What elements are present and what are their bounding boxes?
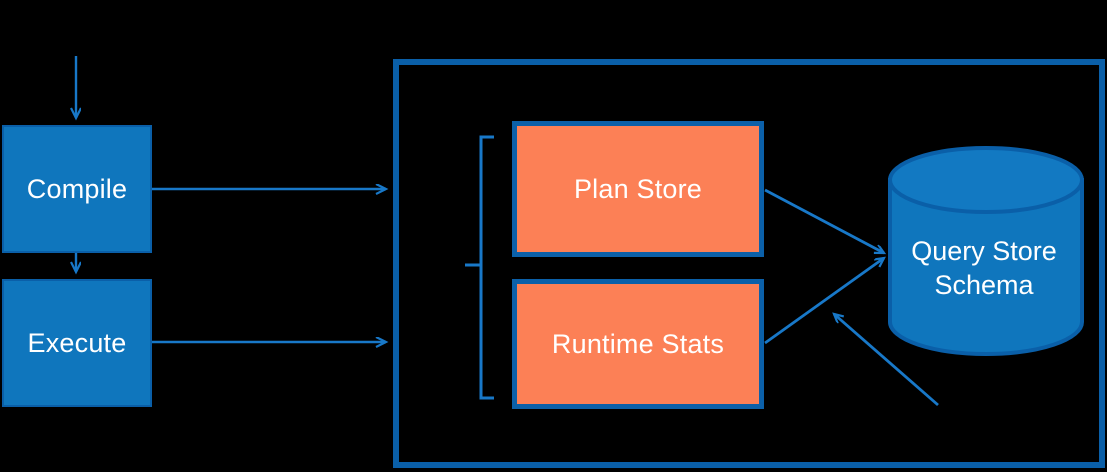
connector-external-to-schema — [834, 314, 939, 407]
node-plan-store[interactable]: Plan Store — [512, 121, 764, 257]
query-store-container — [393, 59, 1105, 468]
connector-runtime-stats-to-schema — [764, 258, 884, 345]
node-execute[interactable]: Execute — [2, 279, 152, 407]
query-store-grouping-bracket — [479, 135, 494, 400]
node-runtime-stats[interactable]: Runtime Stats — [512, 279, 764, 409]
query-store-schema-cylinder — [888, 146, 1084, 356]
node-compile-label: Compile — [26, 173, 128, 204]
node-compile[interactable]: Compile — [2, 125, 152, 253]
node-plan-store-label: Plan Store — [573, 173, 703, 204]
node-runtime-stats-label: Runtime Stats — [551, 328, 725, 359]
node-execute-label: Execute — [27, 327, 127, 358]
connector-plan-store-to-schema — [764, 188, 884, 255]
